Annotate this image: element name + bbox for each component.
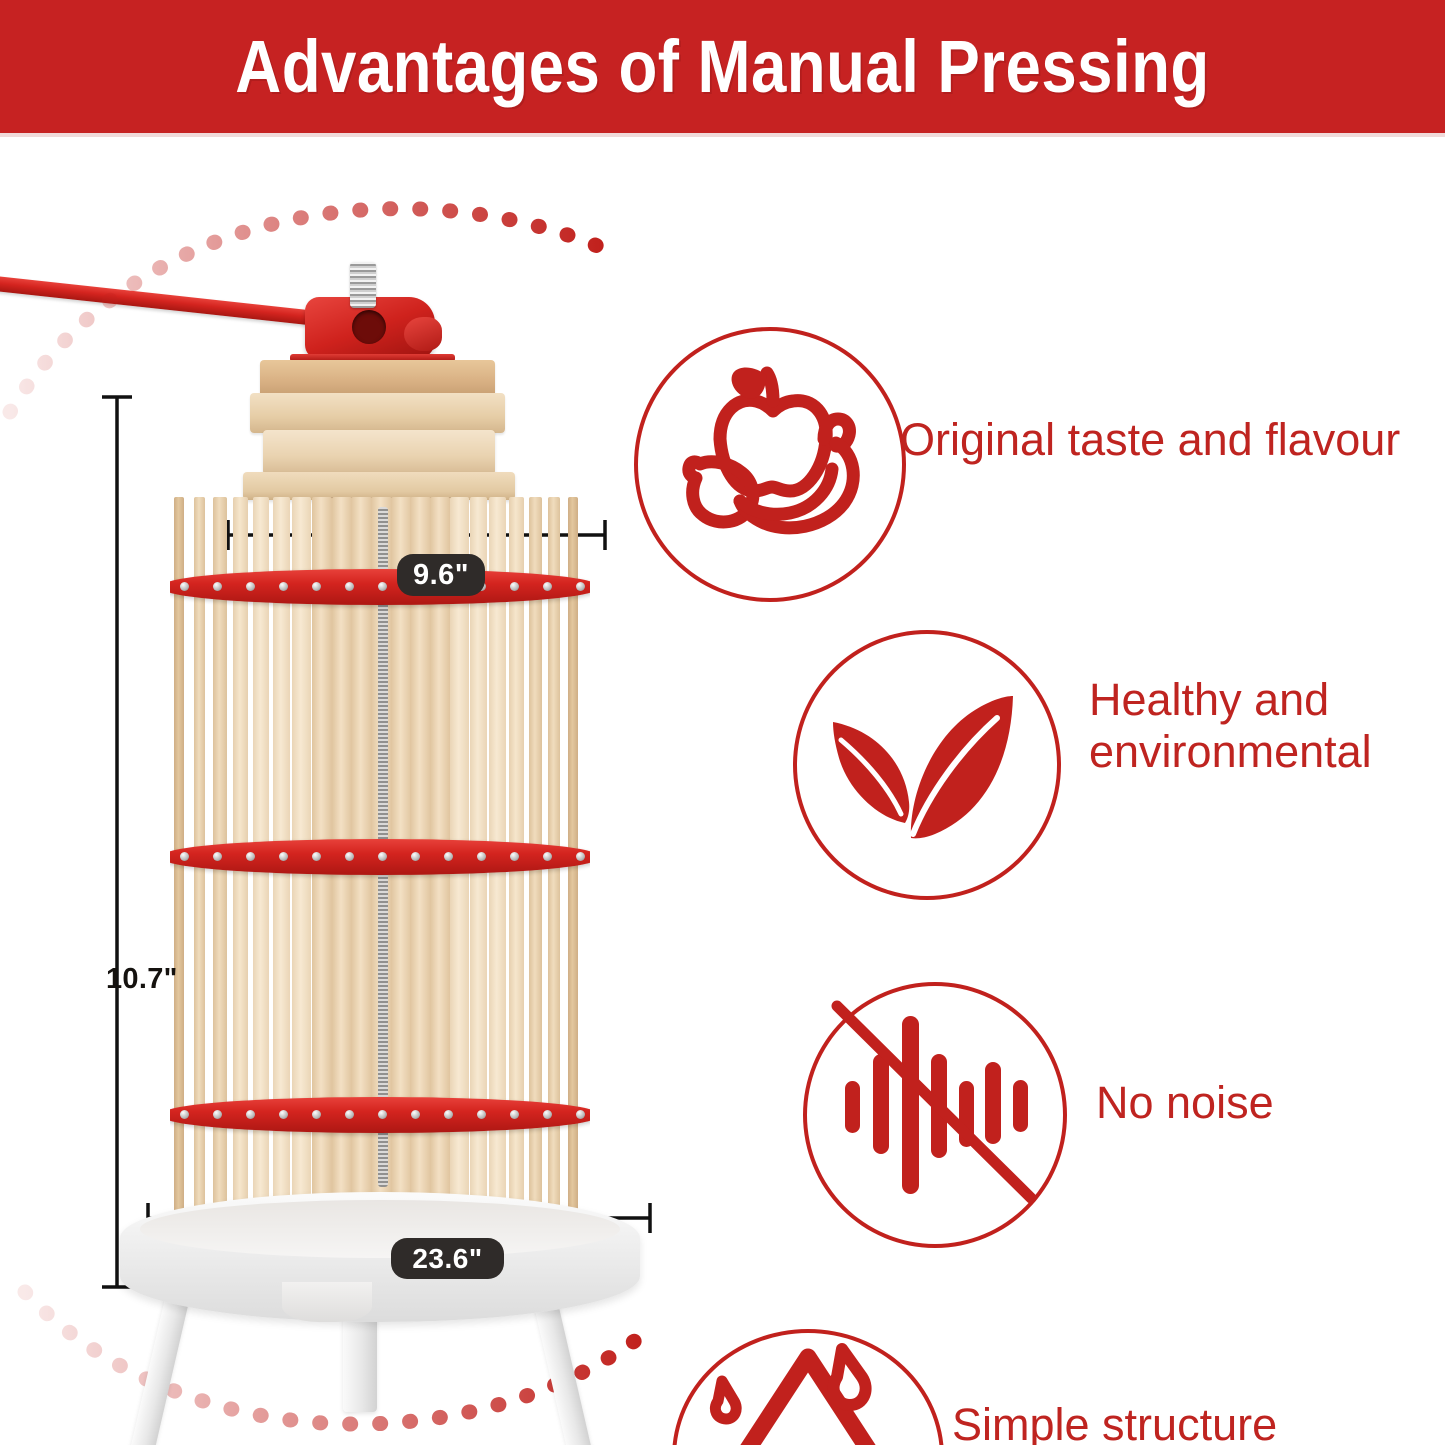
band-rivet bbox=[312, 582, 321, 591]
wood-slat-basket bbox=[170, 497, 590, 1227]
feature-label-2: Healthy and environmental bbox=[1089, 674, 1372, 778]
feature-label-1: Original taste and flavour bbox=[900, 414, 1401, 465]
press-block-lower bbox=[263, 430, 495, 475]
small-droplet-left-icon bbox=[709, 1375, 742, 1425]
content-stage: 9.6" 23.6" 10.7" bbox=[0, 137, 1445, 1445]
band-rivet bbox=[345, 1110, 354, 1119]
band-rivet bbox=[510, 852, 519, 861]
small-droplet-right-icon bbox=[827, 1343, 872, 1411]
band-rivet bbox=[378, 1110, 387, 1119]
no-noise-icon bbox=[831, 1000, 1037, 1204]
band-rivet bbox=[411, 852, 420, 861]
band-rivet bbox=[411, 1110, 420, 1119]
press-handle-socket bbox=[352, 310, 386, 344]
band-rivet bbox=[576, 852, 585, 861]
press-block-mid bbox=[250, 393, 505, 433]
stand-leg-left bbox=[127, 1284, 192, 1445]
product-illustration: 9.6" 23.6" 10.7" bbox=[0, 197, 660, 1445]
band-rivet bbox=[444, 1110, 453, 1119]
dimension-label-height: 10.7" bbox=[106, 963, 178, 995]
band-rivet bbox=[510, 1110, 519, 1119]
band-rivet bbox=[378, 582, 387, 591]
header-banner: Advantages of Manual Pressing bbox=[0, 0, 1445, 133]
basket-hoop-band bbox=[170, 839, 590, 875]
dimension-badge-top-width: 9.6" bbox=[397, 554, 485, 596]
band-rivet bbox=[543, 582, 552, 591]
press-block-rim bbox=[243, 472, 515, 500]
band-rivet bbox=[510, 582, 519, 591]
band-rivet bbox=[246, 582, 255, 591]
collection-pan bbox=[120, 1192, 640, 1322]
collection-pan-spout bbox=[282, 1282, 372, 1322]
band-rivet bbox=[312, 852, 321, 861]
band-rivet bbox=[180, 1110, 189, 1119]
leaves-icon bbox=[833, 696, 1013, 839]
band-rivet bbox=[444, 852, 453, 861]
band-rivet bbox=[576, 1110, 585, 1119]
feature-circle-2 bbox=[793, 630, 1061, 900]
band-rivet bbox=[543, 852, 552, 861]
press-handle-knob bbox=[404, 317, 442, 351]
header-divider bbox=[0, 133, 1445, 137]
press-screw-top bbox=[350, 262, 376, 308]
water-drop-icon bbox=[709, 1343, 876, 1445]
dimension-badge-base-width: 23.6" bbox=[391, 1238, 504, 1279]
band-rivet bbox=[477, 1110, 486, 1119]
band-rivet bbox=[576, 582, 585, 591]
feature-circle-1 bbox=[634, 327, 906, 602]
band-rivet bbox=[477, 852, 486, 861]
basket-hoop-band bbox=[170, 1097, 590, 1133]
band-rivet bbox=[543, 1110, 552, 1119]
fruit-icon bbox=[682, 366, 860, 535]
basket-hoop-band bbox=[170, 569, 590, 605]
band-rivet bbox=[345, 582, 354, 591]
band-rivet bbox=[378, 852, 387, 861]
feature-circle-3 bbox=[803, 982, 1067, 1248]
band-rivet bbox=[180, 582, 189, 591]
band-rivet bbox=[246, 852, 255, 861]
band-rivet bbox=[312, 1110, 321, 1119]
feature-circle-4 bbox=[672, 1329, 944, 1445]
band-rivet bbox=[213, 582, 222, 591]
feature-label-4: Simple structure and easy to clean bbox=[952, 1399, 1278, 1445]
band-rivet bbox=[213, 1110, 222, 1119]
band-rivet bbox=[213, 852, 222, 861]
band-rivet bbox=[279, 582, 288, 591]
band-rivet bbox=[279, 852, 288, 861]
band-rivet bbox=[345, 852, 354, 861]
feature-label-3: No noise bbox=[1096, 1077, 1274, 1128]
collection-pan-basin bbox=[140, 1200, 620, 1258]
slash-icon bbox=[831, 1000, 1037, 1204]
band-rivet bbox=[180, 852, 189, 861]
page-title: Advantages of Manual Pressing bbox=[235, 24, 1210, 108]
band-rivet bbox=[246, 1110, 255, 1119]
band-rivet bbox=[279, 1110, 288, 1119]
apple-leaf-icon bbox=[731, 367, 767, 399]
